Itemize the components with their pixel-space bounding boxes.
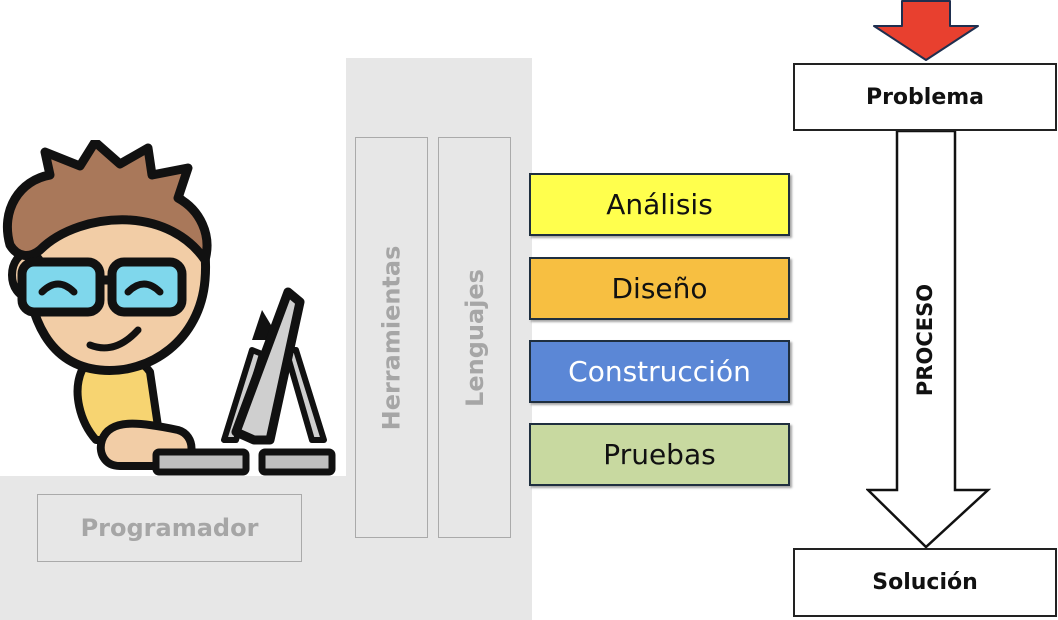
tools-column-box: Herramientas <box>355 137 428 538</box>
phase-design-label: Diseño <box>611 272 708 305</box>
phase-design-box: Diseño <box>529 257 790 320</box>
smile <box>86 326 142 352</box>
phase-construction-box: Construcción <box>529 340 790 403</box>
monitor-base-icon <box>258 448 336 476</box>
input-arrow-icon <box>873 0 979 61</box>
monitor-stand-left <box>221 347 265 443</box>
tools-column-label: Herramientas <box>377 245 406 430</box>
right-eye <box>124 280 164 296</box>
phase-testing-box: Pruebas <box>529 423 790 486</box>
phase-analysis-label: Análisis <box>606 188 713 221</box>
programmer-illustration <box>2 140 336 476</box>
solution-label: Solución <box>872 570 978 595</box>
phase-construction-label: Construcción <box>568 355 751 388</box>
programmer-label: Programador <box>80 514 259 542</box>
monitor-icon <box>231 287 305 445</box>
process-label: PROCESO <box>913 283 937 397</box>
programmer-hair <box>2 140 212 265</box>
keyboard-icon <box>152 448 250 476</box>
phase-analysis-box: Análisis <box>529 173 790 236</box>
problem-box: Problema <box>793 63 1057 131</box>
solution-box: Solución <box>793 548 1057 617</box>
left-eye <box>38 280 78 296</box>
process-arrow-icon <box>866 130 992 549</box>
languages-column-label: Lenguajes <box>460 268 489 407</box>
monitor-stand-right <box>283 347 327 443</box>
grey-floor-panel <box>0 476 346 620</box>
problem-label: Problema <box>865 84 985 110</box>
phase-testing-label: Pruebas <box>603 438 716 471</box>
languages-column-box: Lenguajes <box>438 137 511 538</box>
grey-column-panel <box>346 58 532 620</box>
programmer-label-box: Programador <box>37 494 302 562</box>
